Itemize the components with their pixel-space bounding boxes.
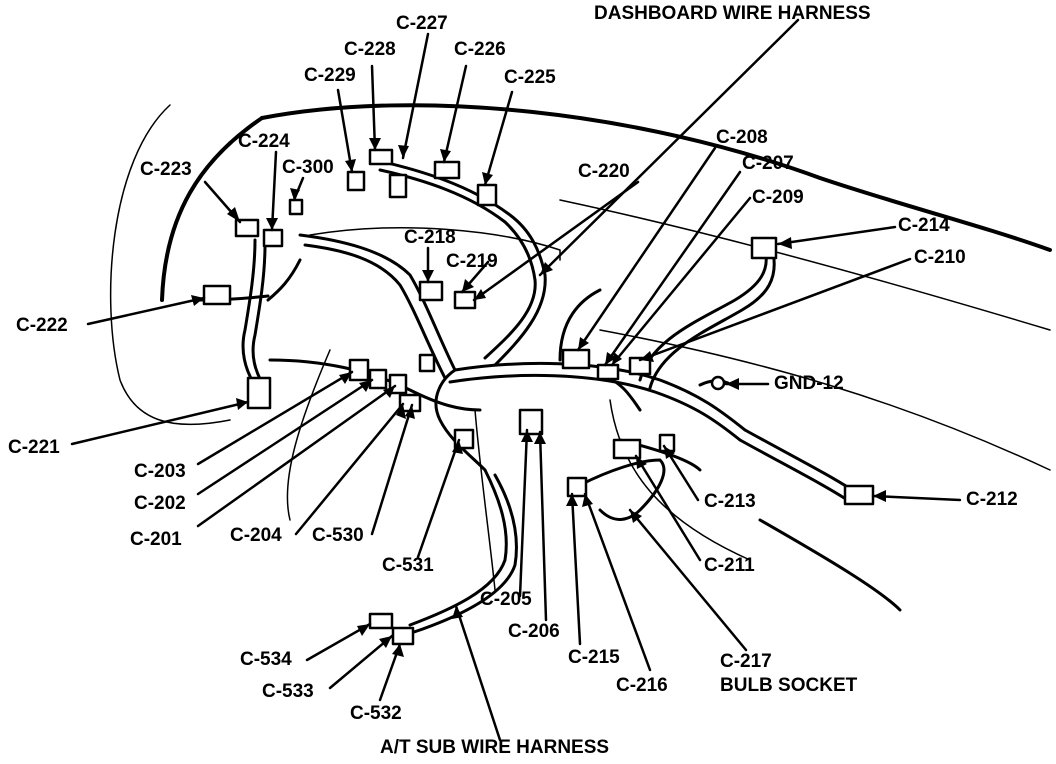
connector-label-c218: C-218	[404, 227, 456, 248]
arrowheads	[191, 138, 886, 657]
connector-label-c530: C-530	[312, 525, 364, 546]
connector-label-c531: C-531	[382, 555, 434, 576]
right-face-line	[609, 399, 751, 561]
connector-label-c204: C-204	[230, 525, 282, 546]
console-left-line	[286, 349, 331, 521]
dashboard-top-edge	[260, 103, 1052, 252]
connector-label-c205: C-205	[480, 589, 532, 610]
bulb-socket-label: BULB SOCKET	[720, 675, 858, 696]
connector-label-c228: C-228	[344, 39, 396, 60]
leader-lines	[70, 18, 962, 742]
dashboard-panel-line	[559, 199, 1051, 331]
connector-label-c222: C-222	[16, 315, 68, 336]
connector-label-c223: C-223	[140, 159, 192, 180]
connector-label-c210: C-210	[914, 247, 966, 268]
connector-label-c300: C-300	[282, 157, 334, 178]
dashboard-harness-title: DASHBOARD WIRE HARNESS	[594, 3, 871, 24]
connector-label-c203: C-203	[134, 461, 186, 482]
connector-label-c207: C-207	[742, 153, 794, 174]
connector-label-c214: C-214	[898, 215, 950, 236]
connector-label-c224: C-224	[238, 131, 290, 152]
main-harness	[198, 158, 862, 634]
connector-label-c534: C-534	[240, 649, 292, 670]
connector-label-c213: C-213	[704, 491, 756, 512]
instrument-cluster-hood	[309, 227, 561, 261]
connector-label-c202: C-202	[134, 493, 186, 514]
connector-label-c217: C-217	[720, 651, 772, 672]
dashboard-left-face	[160, 116, 264, 302]
connector-label-c533: C-533	[262, 681, 314, 702]
ground-label-gnd12: GND-12	[774, 373, 844, 394]
connector-label-c208: C-208	[716, 127, 768, 148]
dashboard-bottom-line	[758, 518, 902, 612]
connector-label-c229: C-229	[304, 65, 356, 86]
connector-label-c220: C-220	[578, 161, 630, 182]
connector-label-c209: C-209	[752, 187, 804, 208]
connector-label-c221: C-221	[8, 437, 60, 458]
connector-label-c225: C-225	[504, 67, 556, 88]
connector-label-c227: C-227	[396, 13, 448, 34]
connector-label-c215: C-215	[568, 647, 620, 668]
at-sub-harness-title: A/T SUB WIRE HARNESS	[380, 737, 610, 758]
connector-label-c532: C-532	[350, 703, 402, 724]
connector-label-c206: C-206	[508, 621, 560, 642]
connector-blocks	[202, 148, 875, 646]
center-console-line	[474, 409, 496, 591]
connector-label-c216: C-216	[616, 675, 668, 696]
connector-label-c226: C-226	[454, 39, 506, 60]
steering-column-arc	[109, 104, 231, 426]
connector-label-c212: C-212	[966, 489, 1018, 510]
connector-label-c201: C-201	[130, 529, 182, 550]
connector-label-c211: C-211	[704, 555, 755, 576]
connector-label-c219: C-219	[446, 251, 498, 272]
